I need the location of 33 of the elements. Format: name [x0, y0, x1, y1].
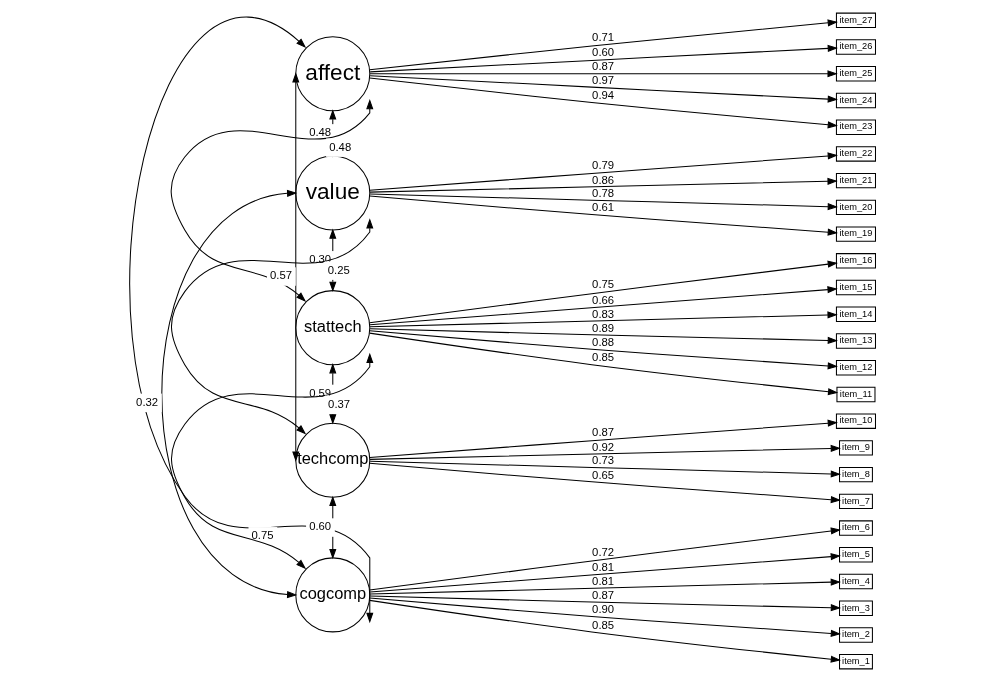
edge-label: 0.89 [591, 321, 614, 334]
edge-label: 0.86 [591, 173, 614, 186]
edge-label: 0.48 [328, 140, 351, 153]
edge-label: 0.72 [591, 545, 614, 558]
edge-label: 0.85 [591, 618, 614, 631]
edge-label: 0.73 [591, 453, 614, 466]
edge-label: 0.97 [591, 73, 614, 86]
edge-label: 0.71 [591, 30, 614, 43]
edge-label: 0.79 [591, 158, 614, 171]
edge-label: 0.83 [591, 307, 614, 320]
edge-label: 0.61 [591, 200, 614, 213]
edge-label: 0.87 [591, 425, 614, 438]
edge-label: 0.90 [591, 602, 614, 615]
edge-label: 0.57 [269, 268, 292, 281]
edge-label: 0.87 [591, 59, 614, 72]
edge-label: 0.88 [591, 335, 614, 348]
edge-label: 0.81 [591, 560, 614, 573]
edge-label: 0.94 [591, 88, 614, 101]
edge-label: 0.37 [327, 397, 350, 410]
edge-label: 0.65 [591, 468, 614, 481]
edge-label: 0.32 [135, 395, 158, 408]
edge-label: 0.75 [251, 528, 274, 541]
edge-label: 0.60 [308, 519, 331, 532]
edge-label: 0.48 [308, 125, 331, 138]
edge-label: 0.87 [591, 588, 614, 601]
edge-label: 0.85 [591, 350, 614, 363]
edge-label: 0.66 [591, 293, 614, 306]
edge-label: 0.81 [591, 574, 614, 587]
edge-label: 0.60 [591, 45, 614, 58]
edge-label: 0.75 [591, 277, 614, 290]
edge-label: 0.25 [327, 263, 350, 276]
edge-label: 0.92 [591, 440, 614, 453]
edge-label: 0.78 [591, 186, 614, 199]
